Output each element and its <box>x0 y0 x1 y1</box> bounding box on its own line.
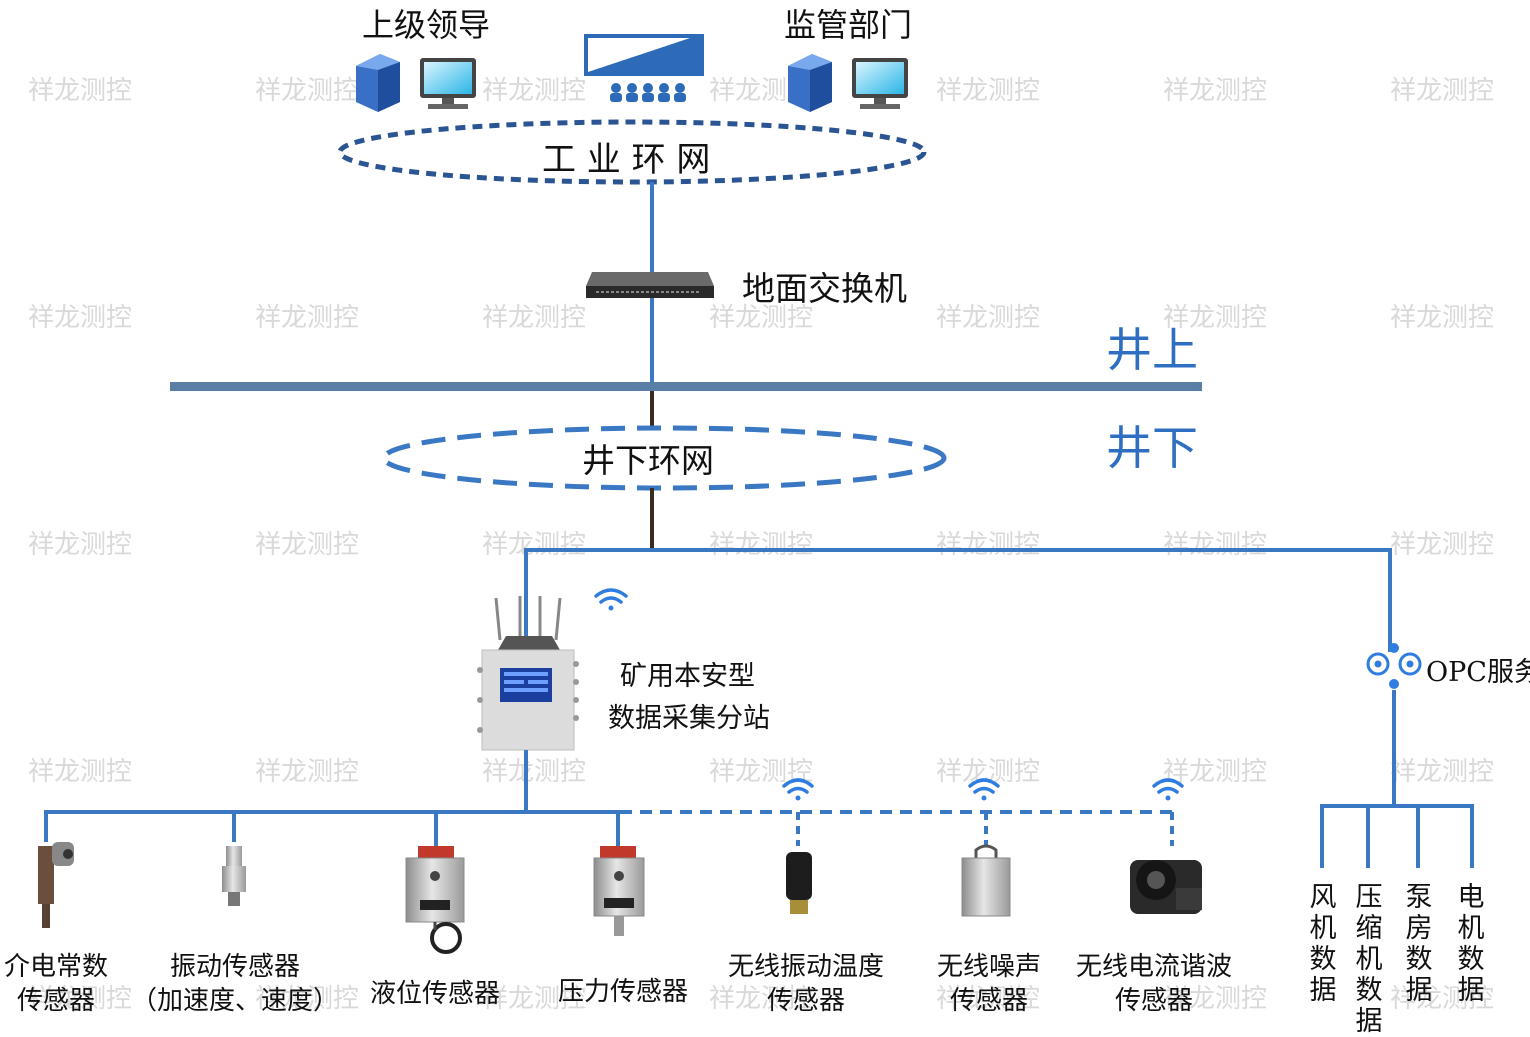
sensor-caption-line: 传感器 <box>766 986 845 1016</box>
watermark: 祥龙测控 <box>709 530 814 560</box>
opc-service-icon <box>1366 643 1422 689</box>
sensor-caption-line: 无线噪声 <box>936 952 1041 982</box>
sensor-caption-wireless-noise: 无线噪声 传感器 <box>926 950 1052 1018</box>
video-wall-icon <box>584 34 704 102</box>
watermark: 祥龙测控 <box>1163 76 1268 106</box>
sensor-caption-line: 液位传感器 <box>369 979 500 1009</box>
opc-output-pump-room: 泵房数据 <box>1405 882 1433 1006</box>
watermark: 祥龙测控 <box>1390 76 1495 106</box>
sensor-caption-line: 无线振动温度 <box>727 952 884 982</box>
watermark: 祥龙测控 <box>255 984 360 1014</box>
sensor-caption-pressure: 压力传感器 <box>548 975 698 1009</box>
wifi-icon <box>782 778 814 801</box>
surface-zone-label: 井上 <box>1106 323 1198 377</box>
watermark: 祥龙测控 <box>1163 757 1268 787</box>
industrial-ring-label: 工 业 环 网 <box>542 140 711 180</box>
sensor-caption-vibration: 振动传感器 （加速度、速度） <box>130 950 340 1018</box>
watermark: 祥龙测控 <box>936 530 1041 560</box>
underground-zone-label: 井下 <box>1106 421 1198 475</box>
watermark: 祥龙测控 <box>482 76 587 106</box>
sensor-caption-wireless-vibration-temp: 无线振动温度 传感器 <box>718 950 894 1018</box>
watermark: 祥龙测控 <box>709 757 814 787</box>
underground-ring-ellipse <box>381 425 947 491</box>
watermark: 祥龙测控 <box>1390 530 1495 560</box>
vibration-sensor-icon <box>222 846 246 906</box>
data-substation-icon <box>477 596 579 751</box>
substation-label-line2: 数据采集分站 <box>608 703 770 734</box>
watermark: 祥龙测控 <box>936 303 1041 333</box>
substation-label-line1: 矿用本安型 <box>620 661 755 692</box>
industrial-ring-ellipse <box>337 119 927 185</box>
watermark: 祥龙测控 <box>28 984 133 1014</box>
sensor-caption-wireless-current-harmonic: 无线电流谐波 传感器 <box>1066 950 1242 1018</box>
server-icon <box>356 54 400 112</box>
watermark: 祥龙测控 <box>28 303 133 333</box>
wireless-current-harmonic-sensor-icon <box>1130 860 1202 914</box>
watermark: 祥龙测控 <box>28 757 133 787</box>
watermark: 祥龙测控 <box>936 76 1041 106</box>
ground-switch-label: 地面交换机 <box>742 269 907 308</box>
watermark: 祥龙测控 <box>255 530 360 560</box>
watermark: 祥龙测控 <box>255 76 360 106</box>
switch-icon <box>586 272 714 298</box>
opc-output-compressor: 压缩机数据 <box>1355 882 1383 1037</box>
sensor-caption-line: （加速度、速度） <box>130 986 339 1016</box>
sensor-caption-line: 传感器 <box>16 986 95 1016</box>
underground-ring-label: 井下环网 <box>582 441 714 480</box>
watermark: 祥龙测控 <box>709 303 814 333</box>
watermark: 祥龙测控 <box>1390 757 1495 787</box>
monitor-icon <box>420 58 476 109</box>
opc-output-bus <box>1320 804 1474 868</box>
watermark: 祥龙测控 <box>255 757 360 787</box>
watermark: 祥龙测控 <box>28 76 133 106</box>
watermark: 祥龙测控 <box>936 984 1041 1014</box>
watermark: 祥龙测控 <box>1390 303 1495 333</box>
opc-output-fan: 风机数据 <box>1309 882 1337 1006</box>
sensor-caption-line: 传感器 <box>949 986 1028 1016</box>
opc-output-motor: 电机数据 <box>1457 882 1485 1006</box>
watermark: 祥龙测控 <box>28 530 133 560</box>
level-sensor-icon <box>405 846 465 954</box>
watermark: 祥龙测控 <box>255 303 360 333</box>
watermark: 祥龙测控 <box>1163 303 1268 333</box>
opc-service-label: OPC服务 <box>1426 657 1530 688</box>
wireless-noise-sensor-icon <box>961 844 1011 917</box>
watermark: 祥龙测控 <box>482 303 587 333</box>
wireless-vibration-temp-sensor-icon <box>786 852 812 914</box>
watermark: 祥龙测控 <box>709 984 814 1014</box>
sensor-caption-line: 压力传感器 <box>557 977 688 1007</box>
sensor-caption-line: 无线电流谐波 <box>1075 952 1232 982</box>
distribution-bus <box>524 548 1392 652</box>
sensor-caption-level: 液位传感器 <box>360 977 510 1011</box>
watermark: 祥龙测控 <box>1390 984 1495 1014</box>
pressure-sensor-icon <box>593 846 645 936</box>
dielectric-sensor-icon <box>38 842 74 928</box>
wired-sensor-bus <box>44 810 620 842</box>
sensor-caption-dielectric: 介电常数 传感器 <box>0 950 112 1018</box>
supervision-label: 监管部门 <box>784 6 913 44</box>
watermark: 祥龙测控 <box>1163 530 1268 560</box>
server-icon <box>788 54 832 112</box>
sensor-caption-line: 介电常数 <box>3 952 108 982</box>
watermark: 祥龙测控 <box>482 530 587 560</box>
watermark: 祥龙测控 <box>482 757 587 787</box>
sensor-caption-line: 振动传感器 <box>169 952 300 982</box>
wifi-icon <box>968 778 1000 801</box>
watermark: 祥龙测控 <box>1163 984 1268 1014</box>
wifi-icon <box>594 588 628 611</box>
sensor-caption-line: 传感器 <box>1114 986 1193 1016</box>
monitor-icon <box>852 58 908 109</box>
leaders-label: 上级领导 <box>362 6 491 44</box>
wifi-icon <box>1152 778 1184 801</box>
surface-divider-bus <box>170 382 1202 391</box>
watermark: 祥龙测控 <box>482 984 587 1014</box>
